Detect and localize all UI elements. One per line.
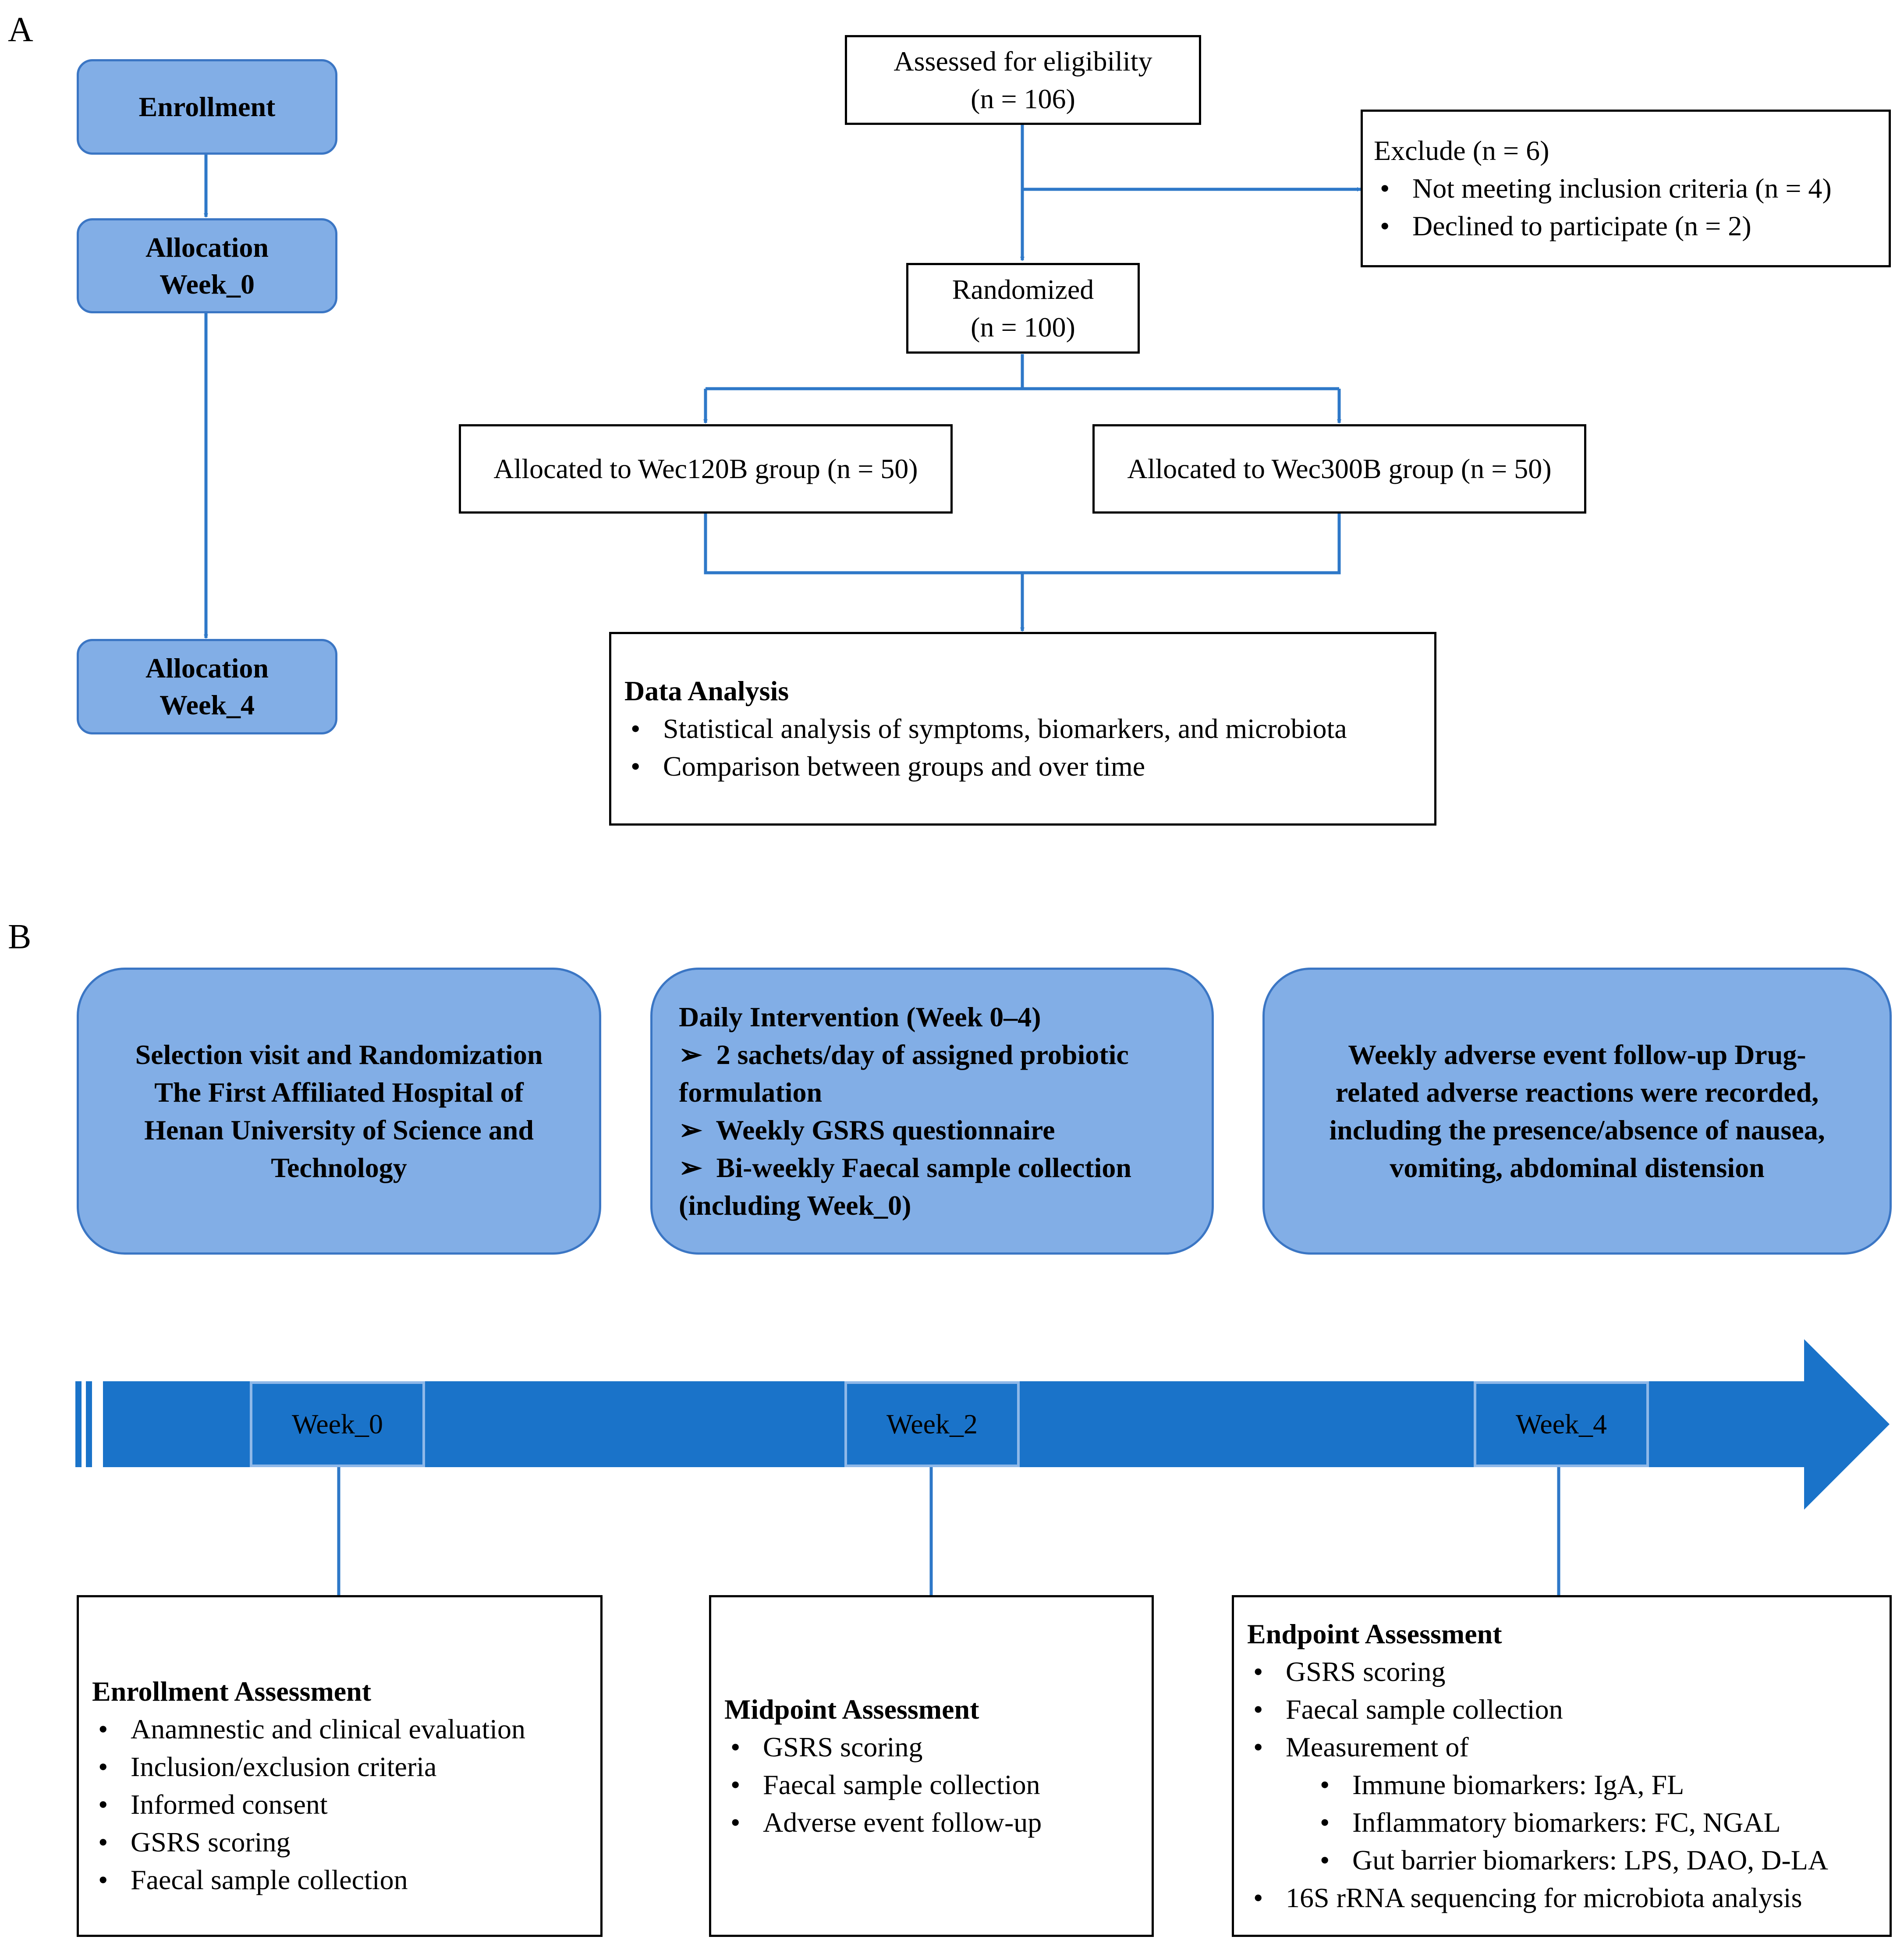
adverse-line: including the presence/absence of nausea… [1329,1114,1825,1146]
enrollment-assessment-item: Informed consent [92,1786,600,1823]
randomized-line1: Randomized [952,273,1094,305]
endpoint-assessment-item: Faecal sample collection [1247,1691,1890,1728]
randomized-line2: (n = 100) [971,311,1075,343]
data-analysis-box: Data Analysis Statistical analysis of sy… [609,632,1436,826]
adverse-event-card: Weekly adverse event follow-up Drug- rel… [1262,968,1892,1255]
week4-marker: Week_4 [1474,1381,1649,1467]
panel-a-label: A [8,11,33,49]
week0-marker: Week_0 [250,1381,425,1467]
week2-marker: Week_2 [844,1381,1020,1467]
enrollment-assessment-list: Anamnestic and clinical evaluation Inclu… [92,1710,600,1899]
adverse-line: vomiting, abdominal distension [1390,1152,1765,1183]
endpoint-assessment-title: Endpoint Assessment [1247,1618,1502,1649]
midpoint-assessment-title: Midpoint Assessment [724,1694,979,1725]
selection-line: Selection visit and Randomization [135,1039,543,1070]
intervention-item-text: Bi-weekly Faecal sample collection [716,1152,1131,1183]
allocation-week0-stage: Allocation Week_0 [77,218,337,313]
intervention-item: ➢ 2 sachets/day of assigned probiotic [679,1036,1212,1074]
allocation-week4-line2: Week_4 [160,689,255,720]
midpoint-assessment-item: GSRS scoring [724,1728,1152,1766]
endpoint-assessment-subitem: Inflammatory biomarkers: FC, NGAL [1247,1804,1890,1841]
group-wec300b-box: Allocated to Wec300B group (n = 50) [1092,424,1586,514]
group-wec120b-label: Allocated to Wec120B group (n = 50) [493,453,918,484]
randomized-box: Randomized (n = 100) [906,263,1140,354]
data-analysis-list: Statistical analysis of symptoms, biomar… [624,710,1434,785]
data-analysis-item: Comparison between groups and over time [624,748,1434,785]
intervention-title: Daily Intervention (Week 0–4) [679,1001,1041,1032]
enrollment-stage-label: Enrollment [138,91,276,122]
data-analysis-item: Statistical analysis of symptoms, biomar… [624,710,1434,748]
daily-intervention-card: Daily Intervention (Week 0–4) ➢ 2 sachet… [650,968,1214,1255]
adverse-line: Weekly adverse event follow-up Drug- [1348,1039,1806,1070]
allocation-week0-line1: Allocation [145,231,269,263]
selection-line: The First Affiliated Hospital of [154,1076,524,1108]
assessed-line2: (n = 106) [971,83,1075,114]
exclude-title: Exclude (n = 6) [1374,135,1549,166]
intervention-item-cont: formulation [679,1076,823,1108]
endpoint-assessment-item: Measurement of [1247,1728,1890,1766]
arrow-bullet-icon: ➢ [679,1152,702,1183]
enrollment-assessment-item: GSRS scoring [92,1823,600,1861]
enrollment-assessment-title: Enrollment Assessment [92,1676,372,1707]
merge-line [704,514,1341,575]
group-wec300b-label: Allocated to Wec300B group (n = 50) [1127,453,1552,484]
midpoint-assessment-item: Faecal sample collection [724,1766,1152,1804]
group-wec120b-box: Allocated to Wec120B group (n = 50) [459,424,953,514]
selection-visit-card: Selection visit and Randomization The Fi… [77,968,601,1255]
adverse-line: related adverse reactions were recorded, [1335,1076,1819,1108]
midpoint-assessment-box: Midpoint Assessment GSRS scoring Faecal … [709,1595,1154,1937]
intervention-item: ➢ Weekly GSRS questionnaire [679,1111,1212,1149]
arrow-bullet-icon: ➢ [679,1114,702,1146]
exclude-item: Not meeting inclusion criteria (n = 4) [1374,170,1889,207]
enrollment-assessment-item: Inclusion/exclusion criteria [92,1748,600,1786]
panel-b-label: B [8,918,32,956]
endpoint-assessment-item: GSRS scoring [1247,1653,1890,1691]
exclude-item: Declined to participate (n = 2) [1374,207,1889,245]
allocation-week4-line1: Allocation [145,653,269,684]
intervention-item: ➢ Bi-weekly Faecal sample collection [679,1149,1212,1187]
intervention-item-cont: (including Week_0) [679,1189,911,1221]
assessed-line1: Assessed for eligibility [893,45,1152,77]
assessed-box: Assessed for eligibility (n = 106) [845,35,1201,125]
allocation-week0-line2: Week_0 [160,268,255,300]
selection-line: Technology [271,1152,407,1183]
enrollment-assessment-item: Anamnestic and clinical evaluation [92,1710,600,1748]
enrollment-assessment-item: Faecal sample collection [92,1861,600,1899]
midpoint-assessment-list: GSRS scoring Faecal sample collection Ad… [724,1728,1152,1841]
selection-line: Henan University of Science and [144,1114,534,1146]
exclude-box: Exclude (n = 6) Not meeting inclusion cr… [1361,110,1891,267]
enrollment-stage: Enrollment [77,59,337,155]
data-analysis-title: Data Analysis [624,675,789,706]
intervention-item-text: 2 sachets/day of assigned probiotic [716,1039,1129,1070]
endpoint-assessment-box: Endpoint Assessment GSRS scoring Faecal … [1232,1595,1892,1937]
enrollment-assessment-box: Enrollment Assessment Anamnestic and cli… [77,1595,603,1937]
endpoint-assessment-list: GSRS scoring Faecal sample collection Me… [1247,1653,1890,1917]
endpoint-assessment-subitem: Gut barrier biomarkers: LPS, DAO, D-LA [1247,1841,1890,1879]
intervention-item-text: Weekly GSRS questionnaire [716,1114,1055,1146]
arrow-bullet-icon: ➢ [679,1039,702,1070]
exclude-list: Not meeting inclusion criteria (n = 4) D… [1374,170,1889,245]
endpoint-assessment-item: 16S rRNA sequencing for microbiota analy… [1247,1879,1890,1917]
midpoint-assessment-item: Adverse event follow-up [724,1804,1152,1841]
allocation-week4-stage: Allocation Week_4 [77,639,337,734]
endpoint-assessment-subitem: Immune biomarkers: IgA, FL [1247,1766,1890,1804]
